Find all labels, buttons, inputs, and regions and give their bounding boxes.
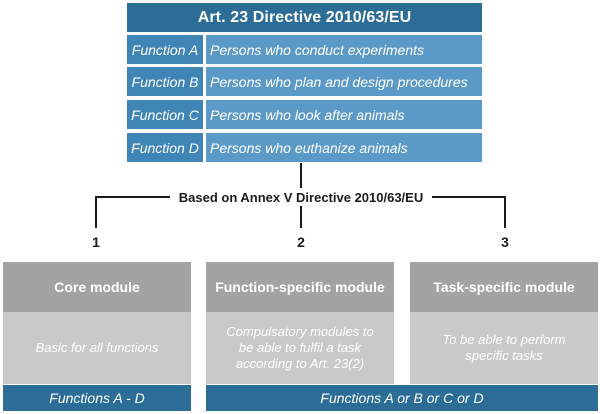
core-module-title: Core module [3,262,191,312]
function-a-label: Function A [127,35,203,64]
function-a-description: Persons who conduct experiments [206,35,482,64]
function-b-description: Persons who plan and design procedures [206,67,482,96]
annex-bracket-label: Based on Annex V Directive 2010/63/EU [170,188,432,206]
function-d-description: Persons who euthanize animals [206,133,482,162]
core-module-description: Basic for all functions [3,312,191,384]
branch-number-3: 3 [501,234,509,250]
task-specific-module-description: To be able to perform specific tasks [410,312,598,384]
bracket-right-arm [432,196,506,228]
branch-number-2: 2 [297,234,305,250]
function-specific-module-title: Function-specific module [206,262,394,312]
directive-title: Art. 23 Directive 2010/63/EU [127,3,482,32]
core-functions-bar: Functions A - D [3,385,191,411]
function-c-label: Function C [127,100,203,129]
function-d-label: Function D [127,133,203,162]
function-specific-module-description: Compulsatory modules to be able to fulfi… [206,312,394,384]
task-specific-module-title: Task-specific module [410,262,598,312]
function-c-description: Persons who look after animals [206,100,482,129]
branch-number-1: 1 [92,234,100,250]
specific-functions-bar: Functions A or B or C or D [206,385,598,411]
function-b-label: Function B [127,67,203,96]
bracket-left-arm [95,196,170,228]
